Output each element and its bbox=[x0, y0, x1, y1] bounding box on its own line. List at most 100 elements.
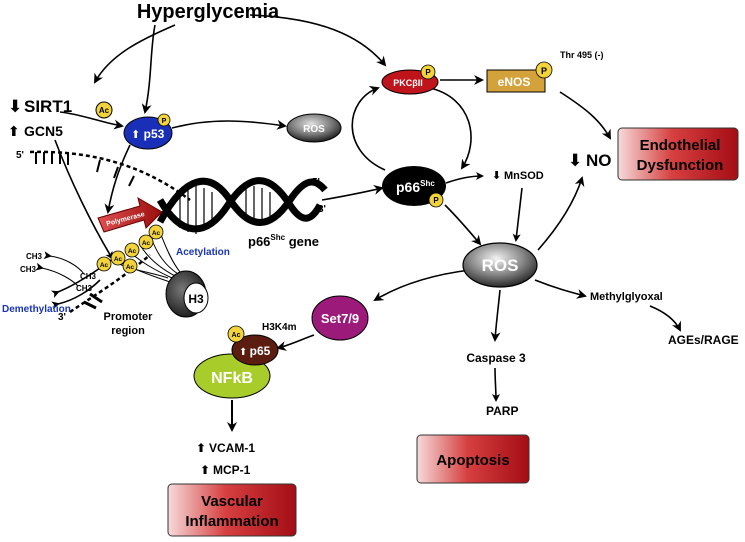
five-prime-left: 5' bbox=[16, 150, 24, 161]
arrow-p53-to-ros bbox=[171, 119, 287, 130]
ch3-arrows bbox=[35, 251, 85, 287]
svg-text:Dysfunction: Dysfunction bbox=[637, 157, 724, 174]
up-arrow-icon: ⬆ bbox=[131, 129, 140, 141]
gcn5-text: GCN5 bbox=[24, 123, 63, 139]
thr-label: Thr 495 (-) bbox=[560, 50, 604, 60]
svg-text:Ac: Ac bbox=[114, 256, 123, 263]
apoptosis-box: Apoptosis bbox=[416, 434, 530, 484]
svg-text:VCAM-1: VCAM-1 bbox=[209, 441, 255, 455]
arrow-sirt1-to-p53 bbox=[59, 111, 124, 130]
svg-text:P: P bbox=[541, 66, 547, 76]
ch3-label-4: CH3 bbox=[76, 284, 93, 293]
ros-small-node: ROS bbox=[286, 113, 342, 143]
up-arrow-icon: ⬆ bbox=[8, 123, 20, 139]
down-arrow-icon: ⬇ bbox=[492, 170, 501, 182]
promoter-label-1: Promoter bbox=[104, 311, 154, 323]
up-arrow-icon: ⬆ bbox=[200, 463, 210, 477]
arrow-gene-to-p66 bbox=[321, 184, 384, 201]
arrow-ros-to-set79 bbox=[373, 269, 471, 302]
svg-text:Ac: Ac bbox=[232, 332, 241, 339]
dna-tick-marks bbox=[35, 152, 135, 187]
arrow-p66-to-ros bbox=[444, 204, 482, 246]
sirt1-label: ⬇ SIRT1 bbox=[8, 97, 72, 116]
dna-lower-ticks bbox=[83, 292, 103, 310]
mnsod-label: ⬇ MnSOD bbox=[492, 170, 544, 182]
arrow-hyper-to-p53 bbox=[141, 24, 156, 114]
svg-text:MCP-1: MCP-1 bbox=[213, 463, 251, 477]
ac-badges-promoter: Ac Ac Ac Ac Ac Ac bbox=[96, 224, 164, 274]
svg-text:Inflammation: Inflammation bbox=[185, 513, 278, 530]
svg-text:PKCβII: PKCβII bbox=[393, 78, 423, 88]
svg-text:Vascular: Vascular bbox=[201, 493, 263, 510]
arrow-ch3-out-2 bbox=[51, 279, 101, 310]
arrow-methylglyoxal-to-ages bbox=[649, 305, 681, 332]
arrow-hyper-to-pkc bbox=[249, 14, 387, 67]
svg-text:NO: NO bbox=[586, 151, 612, 170]
caspase-label: Caspase 3 bbox=[466, 351, 526, 365]
up-arrow-icon: ⬆ bbox=[196, 441, 206, 455]
svg-text:H3: H3 bbox=[188, 292, 204, 306]
p66shc-node: p66Shc P bbox=[382, 166, 446, 208]
up-arrow-icon: ⬆ bbox=[239, 347, 247, 358]
svg-text:Ac: Ac bbox=[142, 240, 151, 247]
methylglyoxal-label: Methylglyoxal bbox=[590, 291, 663, 303]
p53-label: p53 bbox=[144, 127, 165, 141]
svg-text:P: P bbox=[425, 68, 431, 77]
svg-text:P: P bbox=[162, 118, 167, 125]
demethylation-label: Demethylation bbox=[2, 304, 71, 315]
acetylation-label: Acetylation bbox=[176, 247, 230, 258]
ch3-label-3: CH3 bbox=[80, 272, 97, 281]
gcn5-label: ⬆ GCN5 bbox=[8, 123, 63, 139]
svg-text:Ac: Ac bbox=[99, 106, 110, 115]
ages-rage-label: AGEs/RAGE bbox=[668, 333, 739, 347]
dna-upper-strand bbox=[29, 150, 191, 202]
h3-histone: H3 bbox=[165, 270, 209, 318]
svg-text:ROS: ROS bbox=[303, 124, 325, 135]
svg-text:Ac: Ac bbox=[152, 230, 161, 237]
svg-text:Set7/9: Set7/9 bbox=[321, 311, 359, 326]
dna-lower-strand bbox=[69, 254, 151, 314]
svg-text:p65: p65 bbox=[250, 344, 271, 358]
h3k4m-label: H3K4m bbox=[262, 322, 297, 333]
arrow-p66-to-mnsod bbox=[445, 172, 484, 184]
title-hyperglycemia: Hyperglycemia bbox=[137, 1, 280, 23]
parp-label: PARP bbox=[486, 404, 518, 418]
p65-node: ⬆ p65 Ac bbox=[227, 325, 279, 366]
svg-text:Endothelial: Endothelial bbox=[640, 137, 721, 154]
endothelial-dysfunction-box: Endothelial Dysfunction bbox=[617, 127, 739, 181]
svg-text:p66Shc: p66Shc bbox=[396, 179, 435, 195]
svg-text:ROS: ROS bbox=[482, 256, 519, 275]
p53-node: ⬆ p53 P bbox=[123, 113, 173, 150]
arrow-ros-to-methylglyoxal bbox=[534, 279, 587, 299]
svg-text:P: P bbox=[433, 196, 439, 205]
ac-badge-top: Ac bbox=[95, 101, 113, 119]
set79-node: Set7/9 bbox=[311, 295, 369, 341]
ros-big-node: ROS bbox=[462, 242, 538, 288]
cycle-right-arc bbox=[429, 87, 472, 170]
down-arrow-icon: ⬇ bbox=[568, 151, 582, 170]
svg-text:Ac: Ac bbox=[128, 248, 137, 255]
arrow-caspase-to-parp bbox=[491, 367, 500, 402]
arrow-p53-to-polymerase bbox=[104, 144, 131, 214]
svg-text:Ac: Ac bbox=[100, 262, 109, 269]
svg-text:eNOS: eNOS bbox=[498, 75, 531, 89]
svg-text:NFkB: NFkB bbox=[211, 370, 253, 387]
arrow-ros-to-no bbox=[537, 176, 585, 251]
five-prime-right: 5' bbox=[312, 177, 320, 188]
mcp-label: ⬆ MCP-1 bbox=[200, 463, 251, 477]
arrows bbox=[50, 14, 681, 432]
dna-double-helix bbox=[156, 177, 328, 234]
promoter-label-2: region bbox=[111, 325, 145, 337]
arrow-hyper-to-sirt1 bbox=[94, 24, 176, 84]
arrow-ros-to-caspase bbox=[490, 289, 501, 342]
vcam-label: ⬆ VCAM-1 bbox=[196, 441, 255, 455]
svg-text:Apoptosis: Apoptosis bbox=[436, 452, 509, 469]
three-prime-left: 3' bbox=[58, 312, 66, 323]
vascular-inflammation-box: Vascular Inflammation bbox=[167, 483, 297, 537]
svg-text:Ac: Ac bbox=[126, 264, 135, 271]
arrow-mnsod-to-ros bbox=[512, 187, 523, 242]
svg-text:MnSOD: MnSOD bbox=[504, 170, 544, 182]
arrow-gcn5-to-ac bbox=[54, 139, 114, 260]
ch3-label-2: CH3 bbox=[20, 265, 37, 274]
